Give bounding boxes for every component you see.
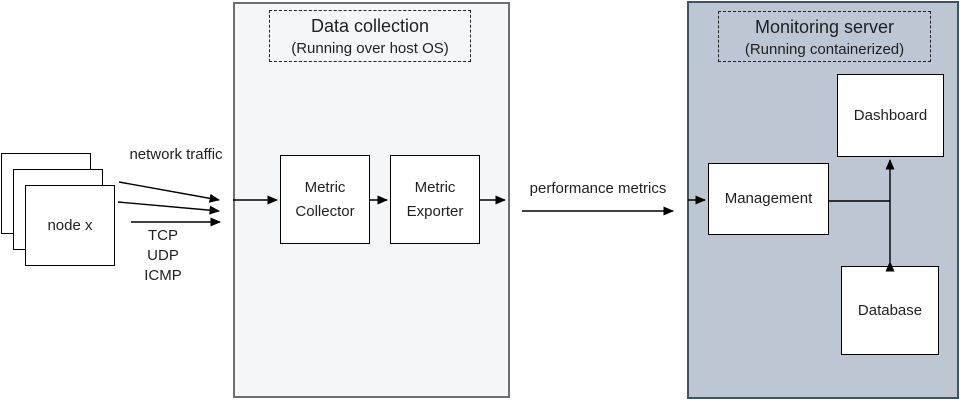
arrow-network-traffic-1 <box>118 181 220 203</box>
metric-exporter-box: Metric Exporter <box>390 155 480 244</box>
management-box: Management <box>708 163 829 235</box>
node-label: node x <box>47 217 93 234</box>
node-card-front: node x <box>25 185 115 266</box>
monitoring-server-title-box: Monitoring server (Running containerized… <box>718 11 931 62</box>
database-label: Database <box>857 301 923 319</box>
metric-exporter-label: Metric Exporter <box>406 178 464 220</box>
management-label: Management <box>724 190 813 207</box>
protocol-label-tcp: TCP <box>148 227 178 244</box>
network-traffic-label: network traffic <box>129 146 223 163</box>
data-collection-title-box: Data collection (Running over host OS) <box>269 10 471 62</box>
dashboard-box: Dashboard <box>837 74 944 157</box>
protocol-label-udp: UDP <box>147 247 179 264</box>
data-collection-subtitle: (Running over host OS) <box>291 40 449 57</box>
monitoring-server-title: Monitoring server <box>754 17 895 37</box>
dashboard-label: Dashboard <box>853 106 928 124</box>
metric-collector-label: Metric Collector <box>295 178 355 220</box>
arrow-network-traffic-2 <box>117 201 220 215</box>
monitoring-server-subtitle: (Running containerized) <box>744 41 905 58</box>
data-collection-title: Data collection <box>310 16 430 36</box>
protocol-label-icmp: ICMP <box>144 267 182 284</box>
database-box: Database <box>841 266 939 355</box>
protocol-list: TCP UDP ICMP <box>130 226 196 286</box>
performance-metrics-label: performance metrics <box>529 180 667 197</box>
metric-collector-box: Metric Collector <box>280 155 370 244</box>
